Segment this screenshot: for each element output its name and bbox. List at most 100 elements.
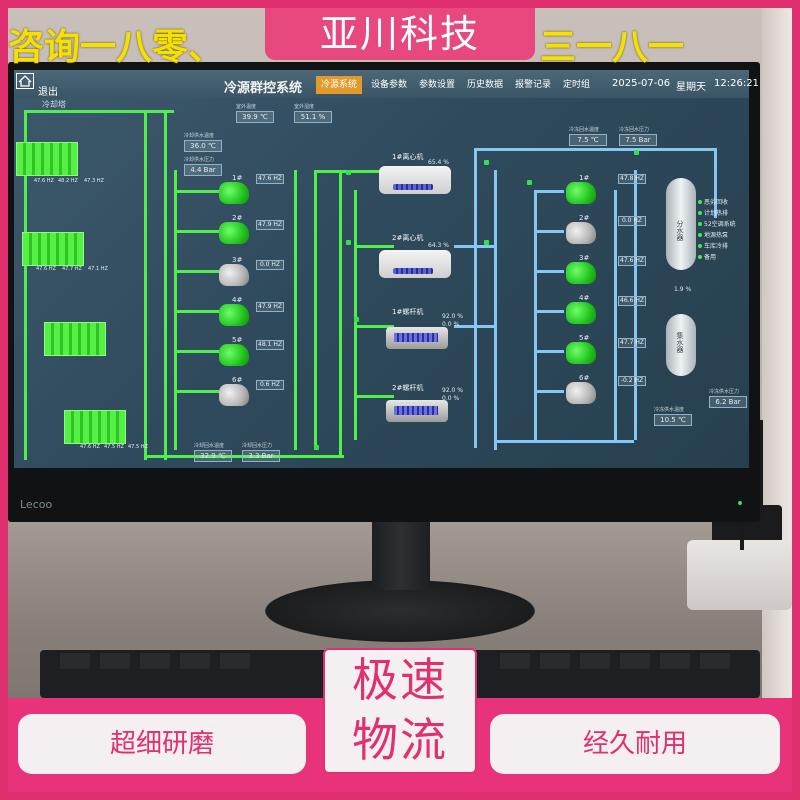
screw-chiller-2[interactable] <box>386 400 448 422</box>
cooling-pump-2-hz: 47.9 HZ <box>256 220 284 230</box>
chw-pump-5-label: 5# <box>579 334 590 342</box>
screw-chiller-1-load: 92.0 % <box>442 313 463 320</box>
contact-text-right: 三一八一 <box>540 27 685 68</box>
outdoor-humidity-label: 室外湿度 <box>294 104 315 110</box>
exit-button[interactable]: 退出 <box>38 87 58 98</box>
tab-history[interactable]: 历史数据 <box>467 80 504 90</box>
keyboard-key <box>180 653 210 669</box>
pipe <box>174 390 219 393</box>
centrifugal-chiller-2[interactable] <box>379 250 451 278</box>
chw-pump-1-label: 1# <box>579 174 590 182</box>
water-distributor-label: 分水器 <box>676 220 684 241</box>
pipe <box>534 310 564 313</box>
cooling-pump-5[interactable] <box>219 344 249 366</box>
outdoor-humidity: 51.1 % <box>294 111 332 123</box>
cooling-tower-label: 冷却塔 <box>42 100 66 109</box>
water-distributor[interactable] <box>666 178 696 270</box>
cooling-pump-2[interactable] <box>219 222 249 244</box>
cooling-pump-3[interactable] <box>219 264 249 286</box>
top-bar: 退出 冷源群控系统 冷源系统 设备参数 参数设置 历史数据 报警记录 定时组 2… <box>14 70 759 98</box>
chiller-1-load: 65.4 % <box>428 159 449 166</box>
keyboard-key <box>620 653 650 669</box>
screw-chiller-2-load-2: 0.0 % <box>442 395 460 402</box>
cooling-tower-4[interactable] <box>64 410 126 444</box>
keyboard-key <box>140 653 170 669</box>
cooling-pump-4[interactable] <box>219 304 249 326</box>
valve[interactable] <box>484 160 489 165</box>
tab-cold-source[interactable]: 冷源系统 <box>316 76 363 94</box>
tab-alarms[interactable]: 报警记录 <box>515 80 552 90</box>
keyboard-key <box>580 653 610 669</box>
screw-chiller-1-label: 1#螺杆机 <box>392 308 424 316</box>
keyboard-key <box>500 653 530 669</box>
pipe <box>354 245 394 248</box>
tab-device-params[interactable]: 设备参数 <box>371 80 408 90</box>
cooling-pump-6-hz: 0.6 HZ <box>256 380 284 390</box>
valve[interactable] <box>354 317 359 322</box>
pipe <box>339 170 342 455</box>
centrifugal-chiller-1[interactable] <box>379 166 451 194</box>
chw-pump-4[interactable] <box>566 302 596 324</box>
cooling-pump-1[interactable] <box>219 182 249 204</box>
tower-1-hz-c: 47.3 HZ <box>84 178 104 184</box>
pipe <box>174 350 219 353</box>
pipe <box>534 390 564 393</box>
legend-dot <box>698 200 702 204</box>
water-collector-label: 集水器 <box>676 332 684 353</box>
chw-pump-3-hz: 47.6 HZ <box>618 256 646 266</box>
cooling-tower-1[interactable] <box>16 142 78 176</box>
pipe <box>24 110 174 113</box>
chw-pump-3[interactable] <box>566 262 596 284</box>
water-collector[interactable] <box>666 314 696 376</box>
cw-return-temp-label: 冷却回水温度 <box>194 443 225 449</box>
pipe <box>174 190 219 193</box>
pipe <box>494 440 634 443</box>
valve[interactable] <box>346 170 351 175</box>
tab-timer-group[interactable]: 定时组 <box>563 80 591 90</box>
pipe <box>174 230 219 233</box>
screw-chiller-2-label: 2#螺杆机 <box>392 384 424 392</box>
promo-line-1: 极速 <box>352 653 448 707</box>
power-strip <box>687 540 792 610</box>
valve[interactable] <box>527 180 532 185</box>
screw-chiller-1[interactable] <box>386 327 448 349</box>
chiller-2-label: 2#离心机 <box>392 234 424 242</box>
pipe <box>474 148 714 151</box>
chw-pump-4-hz: 46.6 HZ <box>618 296 646 306</box>
cooling-pump-5-label: 5# <box>232 336 243 344</box>
chw-pump-2[interactable] <box>566 222 596 244</box>
valve[interactable] <box>346 240 351 245</box>
pipe <box>454 245 494 248</box>
cw-supply-temp-label: 冷却供水温度 <box>184 133 215 139</box>
feature-pill-left: 超细研磨 <box>18 714 306 774</box>
tab-param-settings[interactable]: 参数设置 <box>419 80 456 90</box>
legend-dot <box>698 244 702 248</box>
tower-2-hz-b: 47.7 HZ <box>62 266 82 272</box>
chw-pump-4-label: 4# <box>579 294 590 302</box>
pipe <box>354 190 357 440</box>
valve[interactable] <box>634 150 639 155</box>
chw-pump-1[interactable] <box>566 182 596 204</box>
cw-supply-pressure: 4.4 Bar <box>184 164 222 176</box>
pipe <box>534 270 564 273</box>
cooling-tower-2[interactable] <box>22 232 84 266</box>
keyboard-key <box>700 653 730 669</box>
cooling-pump-1-label: 1# <box>232 174 243 182</box>
home-icon[interactable] <box>16 73 34 89</box>
pipe <box>474 148 477 448</box>
legend-dot <box>698 233 702 237</box>
monitor-stand-base <box>265 580 535 642</box>
cooling-pump-4-hz: 47.9 HZ <box>256 302 284 312</box>
outdoor-temp: 39.9 ℃ <box>236 111 274 123</box>
valve[interactable] <box>484 240 489 245</box>
chw-pump-6[interactable] <box>566 382 596 404</box>
legend-item: 计划热排 <box>704 210 729 217</box>
cooling-tower-3[interactable] <box>44 322 106 356</box>
chw-pump-5[interactable] <box>566 342 596 364</box>
legend-item: 车库冷排 <box>704 243 729 250</box>
chw-supply-pressure-label: 冷冻供水压力 <box>709 389 740 395</box>
cooling-pump-6[interactable] <box>219 384 249 406</box>
tower-4-hz-b: 47.5 HZ <box>104 444 124 450</box>
valve[interactable] <box>314 445 319 450</box>
chw-return-temp-label: 冷冻回水温度 <box>569 127 600 133</box>
